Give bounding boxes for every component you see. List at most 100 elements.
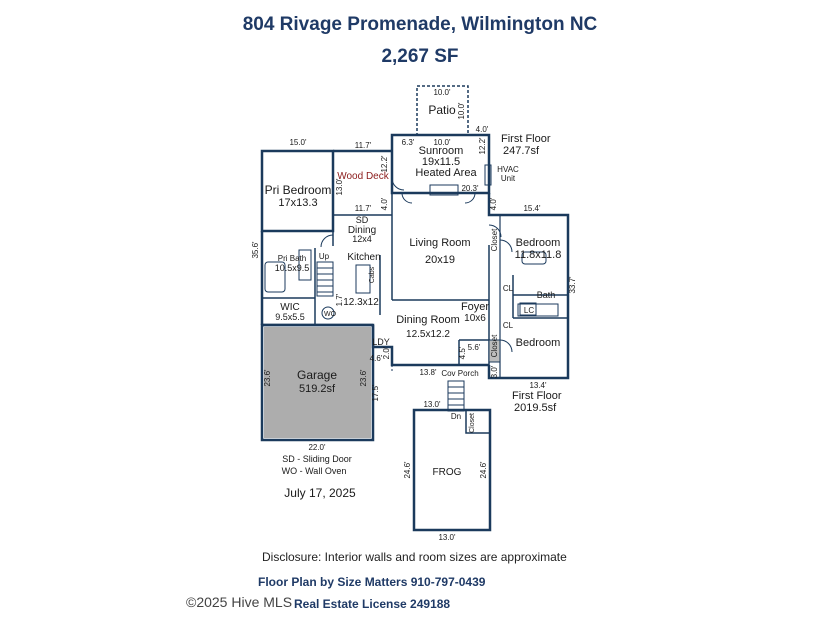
label-wic-size: 9.5x5.5 [275, 312, 305, 322]
tub-icon [264, 261, 286, 293]
label-living-room-size: 20x19 [425, 254, 455, 266]
company-credit: Floor Plan by Size Matters 910-797-0439 [258, 575, 486, 589]
vanity-icon-2 [517, 303, 559, 317]
hvac-icon [484, 164, 492, 186]
label-closet-3: Closet [469, 413, 476, 433]
label-pri-bedroom-size: 17x13.3 [278, 197, 317, 209]
plan-address: 804 Rivage Promenade, Wilmington NC [242, 14, 598, 35]
dim-12-2-right: 12.2' [478, 137, 487, 155]
label-bedroom-1-size: 11.8x11.8 [515, 249, 562, 261]
label-ldy: LDY [372, 337, 390, 347]
dim-13-0-frog-top: 13.0' [423, 400, 441, 409]
dim-patio-top: 10.0' [433, 88, 451, 97]
dim-5-6: 5.6' [468, 343, 481, 352]
dim-4-0-left: 4.0' [380, 197, 389, 210]
dim-24-6-right: 24.6' [479, 461, 488, 479]
dim-4-0-top: 4.0' [476, 125, 489, 134]
dim-4-6: 4.6' [370, 354, 383, 363]
label-hvac: HVAC [497, 165, 519, 174]
tub-icon-2 [521, 251, 547, 265]
label-wic: WIC [280, 302, 299, 313]
dim-20-3: 20.3' [461, 184, 479, 193]
label-sd-dining: Dining [348, 225, 376, 236]
dim-22-0: 22.0' [308, 443, 326, 452]
dim-4-5: 4.5' [458, 346, 467, 359]
label-cl-2: CL [503, 321, 514, 330]
label-first-floor-top: First Floor [501, 133, 551, 145]
legend-wall-oven: WO - Wall Oven [282, 466, 347, 476]
label-first-floor-bottom-sf: 2019.5sf [514, 402, 557, 414]
dim-3-0: 3.0' [490, 365, 499, 378]
dim-12-2: 12.2' [380, 155, 389, 173]
garage-walls [260, 323, 375, 442]
sunroom-walls [390, 133, 491, 195]
label-closet-2: Closet [490, 334, 499, 357]
foyer-column [488, 339, 501, 363]
label-first-floor-top-sf: 247.7sf [503, 145, 540, 157]
dim-4-0-right: 4.0' [489, 197, 498, 210]
door-swing [401, 192, 413, 204]
fridge-icon [321, 306, 335, 320]
label-up: Up [319, 252, 330, 261]
label-sunroom-size: 19x11.5 [422, 156, 460, 168]
legend-sliding-door: SD - Sliding Door [282, 454, 352, 464]
label-garage: Garage [297, 368, 337, 382]
label-cov-porch: Cov Porch [441, 369, 478, 378]
label-kitchen-size: 12.3x12 [343, 297, 379, 308]
plan-total-sf: 2,267 SF [381, 46, 459, 67]
door-swing-7 [391, 177, 405, 191]
label-wo: WO [324, 311, 337, 318]
label-dn: Dn [451, 412, 461, 421]
label-frog: FROG [433, 467, 462, 478]
garage-floor [264, 327, 371, 438]
door-swing-5 [499, 339, 513, 353]
label-lc: LC [524, 306, 534, 315]
plan-date: July 17, 2025 [284, 486, 356, 500]
label-bedroom-2: Bedroom [516, 337, 561, 349]
dim-23-6-left: 23.6' [263, 369, 272, 387]
dim-6-3: 6.3' [402, 138, 415, 147]
linen-closet-icon [519, 302, 537, 316]
dim-1-7: 1.7' [335, 293, 344, 306]
dim-2-0: 2.0' [382, 346, 391, 359]
dim-patio-side: 10.0' [457, 102, 466, 120]
dim-13-0-deck: 13.0' [335, 178, 344, 196]
label-wood-deck: Wood Deck [337, 171, 390, 182]
stairs-up [316, 261, 334, 297]
dim-35-6: 35.6' [251, 241, 260, 259]
label-sd: SD [356, 215, 369, 225]
label-pri-bath-size: 10.5x9.5 [275, 263, 310, 273]
door-swing-6 [320, 234, 334, 248]
frog-walls [412, 408, 492, 532]
label-kitchen: Kitchen [347, 252, 380, 263]
label-patio: Patio [428, 103, 456, 117]
dim-13-0-frog-bottom: 13.0' [438, 533, 456, 542]
label-cabs: Cabs [369, 266, 376, 283]
dim-17-5: 17.5' [371, 384, 380, 402]
fixtures [264, 164, 559, 353]
label-dining-room-size: 12.5x12.2 [406, 329, 450, 340]
license-text: Real Estate License 249188 [294, 597, 451, 611]
label-pri-bath: Pri Bath [278, 254, 306, 263]
dim-13-8: 13.8' [419, 368, 437, 377]
label-pri-bedroom: Pri Bedroom [265, 183, 332, 197]
label-foyer-size: 10x6 [464, 313, 486, 324]
label-foyer: Foyer [461, 301, 489, 313]
label-closet-1: Closet [490, 228, 499, 251]
label-sunroom-heated: Heated Area [415, 167, 477, 179]
label-bedroom-1: Bedroom [516, 237, 561, 249]
door-swing-3 [488, 224, 502, 238]
watermark: ©2025 Hive MLS [186, 594, 293, 610]
vanity-icon [298, 249, 312, 281]
sliding-door-icon [429, 184, 459, 196]
walls [260, 85, 570, 532]
label-cl-1: CL [503, 284, 514, 293]
dim-24-6-left: 24.6' [403, 461, 412, 479]
label-first-floor-bottom: First Floor [512, 390, 562, 402]
stairs-down [447, 380, 465, 412]
label-bath: Bath [537, 290, 556, 300]
disclosure-text: Disclosure: Interior walls and room size… [262, 550, 567, 564]
dim-13-4: 13.4' [529, 381, 547, 390]
kitchen-island [355, 264, 371, 294]
